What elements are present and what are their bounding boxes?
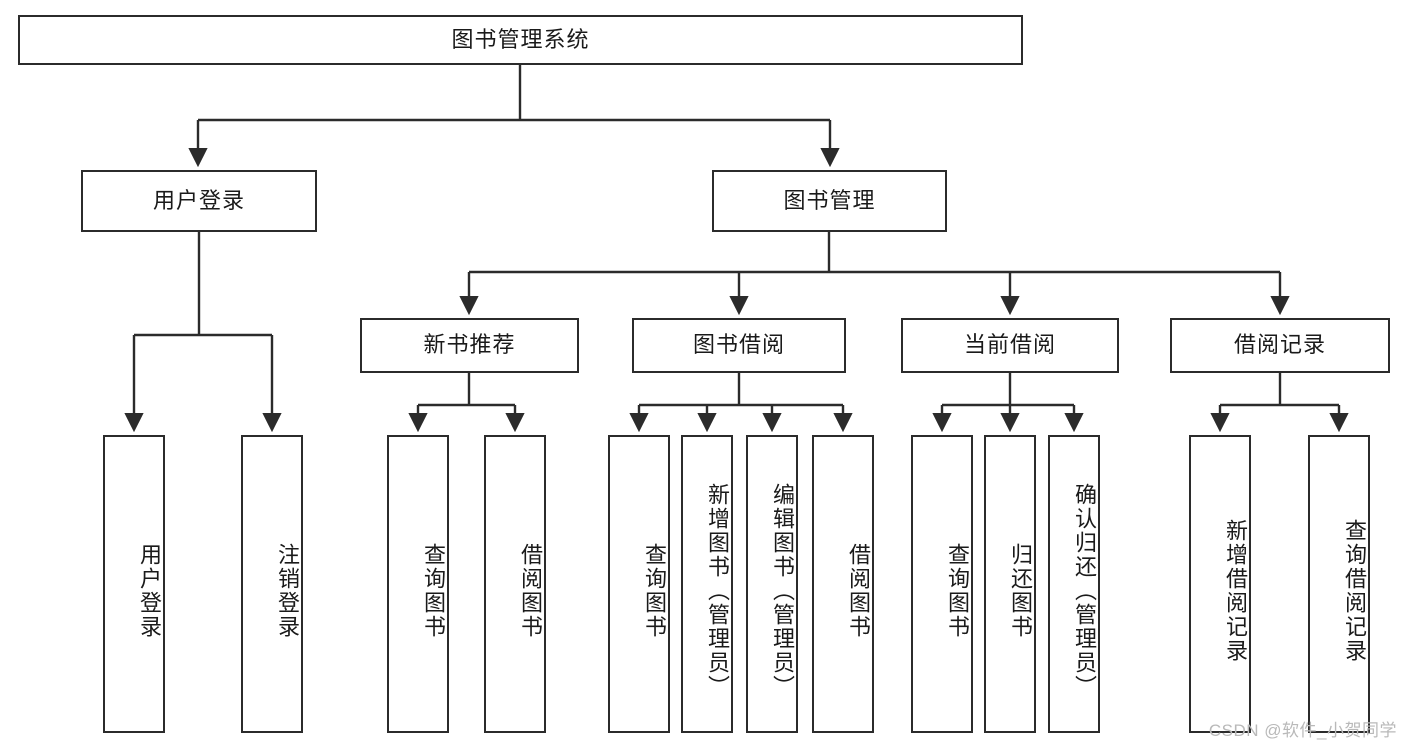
node-leaf-query-borrow-record-label: 查询借阅记录	[1342, 519, 1367, 663]
node-leaf-edit-book-admin[interactable]: 编辑图书（管理员）	[746, 435, 798, 733]
node-root[interactable]: 图书管理系统	[18, 15, 1023, 65]
node-leaf-query-book-2-label: 查询图书	[642, 543, 667, 639]
node-leaf-query-book-3[interactable]: 查询图书	[911, 435, 973, 733]
node-leaf-query-book-1[interactable]: 查询图书	[387, 435, 449, 733]
node-leaf-query-borrow-record[interactable]: 查询借阅记录	[1308, 435, 1370, 733]
node-user-login-label: 用户登录	[152, 187, 245, 213]
node-leaf-user-login[interactable]: 用户登录	[103, 435, 165, 733]
node-user-login[interactable]: 用户登录	[81, 170, 317, 232]
node-leaf-user-login-label: 用户登录	[137, 543, 162, 639]
node-book-borrow-label: 图书借阅	[692, 332, 785, 358]
node-leaf-query-book-1-label: 查询图书	[421, 543, 446, 639]
node-new-book-recommend-label: 新书推荐	[423, 332, 516, 358]
node-leaf-confirm-return-admin[interactable]: 确认归还（管理员）	[1048, 435, 1100, 733]
node-leaf-borrow-book-2[interactable]: 借阅图书	[812, 435, 874, 733]
node-leaf-query-book-2[interactable]: 查询图书	[608, 435, 670, 733]
node-leaf-query-book-3-label: 查询图书	[945, 543, 970, 639]
node-leaf-add-book-admin[interactable]: 新增图书（管理员）	[681, 435, 733, 733]
node-new-book-recommend[interactable]: 新书推荐	[360, 318, 579, 373]
node-leaf-logout-login[interactable]: 注销登录	[241, 435, 303, 733]
node-leaf-add-borrow-record-label: 新增借阅记录	[1223, 519, 1248, 663]
node-leaf-borrow-book-1-label: 借阅图书	[518, 543, 543, 639]
node-borrow-record[interactable]: 借阅记录	[1170, 318, 1390, 373]
node-book-borrow[interactable]: 图书借阅	[632, 318, 846, 373]
node-current-borrow-label: 当前借阅	[963, 332, 1056, 358]
node-book-manage-label: 图书管理	[783, 187, 876, 213]
node-leaf-return-book[interactable]: 归还图书	[984, 435, 1036, 733]
watermark-csdn: CSDN @软件_小贺同学	[1208, 721, 1397, 740]
node-leaf-borrow-book-1[interactable]: 借阅图书	[484, 435, 546, 733]
node-borrow-record-label: 借阅记录	[1233, 332, 1326, 358]
node-current-borrow[interactable]: 当前借阅	[901, 318, 1119, 373]
node-leaf-return-book-label: 归还图书	[1008, 543, 1033, 639]
node-book-manage[interactable]: 图书管理	[712, 170, 947, 232]
node-root-label: 图书管理系统	[451, 26, 590, 52]
node-leaf-add-borrow-record[interactable]: 新增借阅记录	[1189, 435, 1251, 733]
node-leaf-edit-book-admin-label: 编辑图书（管理员）	[770, 483, 795, 699]
node-leaf-confirm-return-admin-label: 确认归还（管理员）	[1072, 483, 1097, 699]
node-leaf-borrow-book-2-label: 借阅图书	[846, 543, 871, 639]
node-leaf-add-book-admin-label: 新增图书（管理员）	[705, 483, 730, 699]
node-leaf-logout-login-label: 注销登录	[275, 543, 300, 639]
